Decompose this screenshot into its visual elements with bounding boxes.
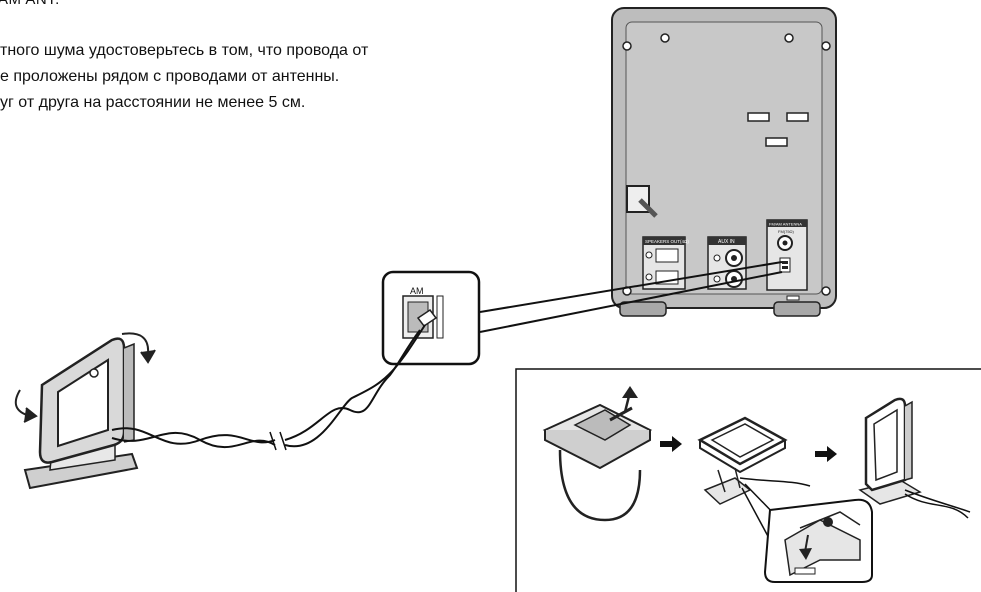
fm-75-label: FM(75Ω) (778, 229, 795, 234)
step-1-folded-antenna (542, 386, 653, 522)
instruction-line-1: тного шума удостоверьтесь в том, что про… (0, 42, 369, 59)
instruction-line-3: уг от друга на расстоянии не менее 5 см. (0, 94, 306, 111)
step-3-standing-antenna (858, 397, 971, 519)
am-terminal-label: AM (410, 286, 424, 296)
step-2-open-antenna (697, 416, 811, 505)
instruction-line-2: е проложены рядом с проводами от антенны… (0, 68, 340, 85)
speakers-out-label: SPEAKERS OUT(4Ω) (645, 239, 689, 244)
fm-am-antenna-label: FM/AM ANTENNA (769, 222, 802, 227)
aux-in-label: AUX IN (718, 239, 735, 245)
arrow-right-icon (815, 446, 837, 462)
loop-antenna (23, 337, 139, 490)
am-terminal-inset: AM (381, 270, 481, 366)
antenna-wire (111, 324, 426, 451)
rotate-arrow-icon (14, 332, 156, 423)
base-clip-detail (741, 483, 873, 583)
arrow-right-icon (660, 436, 682, 452)
power-cord (626, 185, 658, 218)
zoom-callout (479, 261, 783, 333)
speakers-out-terminal: SPEAKERS OUT(4Ω) (642, 236, 689, 290)
speaker-rear-panel: SPEAKERS OUT(4Ω) AUX IN FM/AM ANTENNA FM… (611, 7, 837, 317)
instruction-paragraph: тного шума удостоверьтесь в том, что про… (0, 38, 368, 116)
antenna-terminal-box: FM/AM ANTENNA FM(75Ω) (766, 219, 808, 291)
assembly-steps-box (515, 368, 981, 592)
screw-icon (622, 33, 831, 296)
section-heading: AM ANT. (0, 0, 60, 8)
